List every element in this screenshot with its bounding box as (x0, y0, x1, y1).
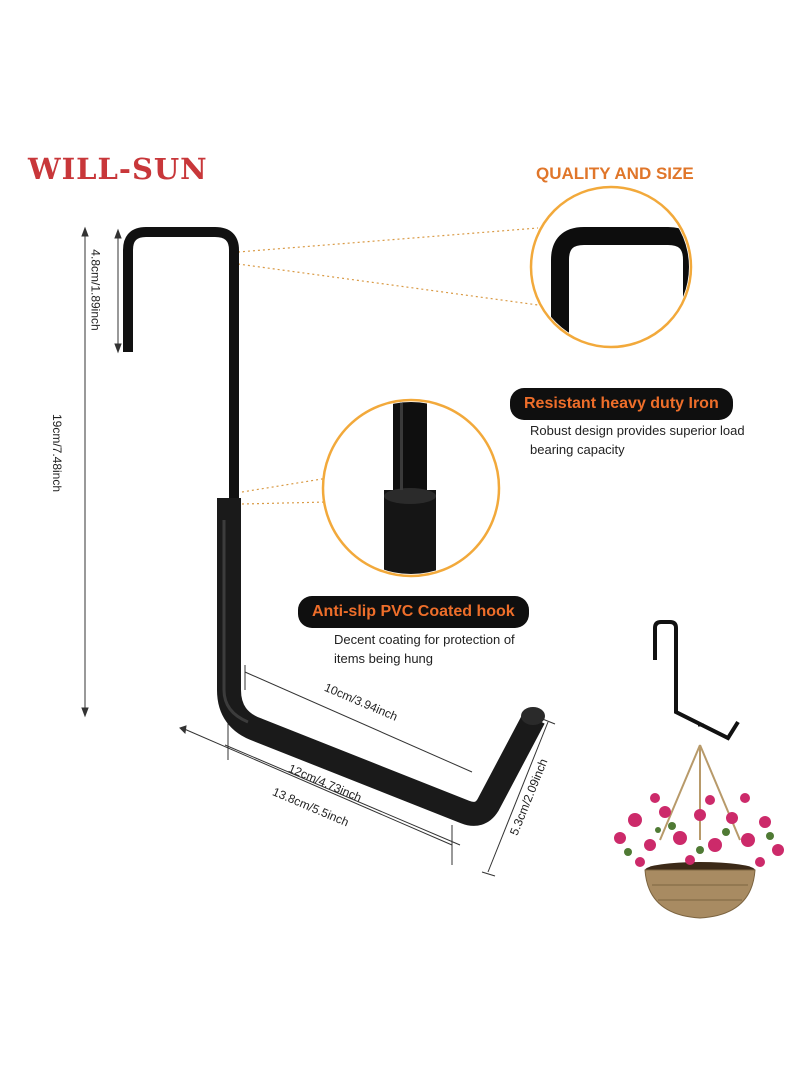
dim-total-height: 19cm/7.48inch (50, 413, 65, 493)
feature-title-iron: Resistant heavy duty Iron (510, 388, 733, 420)
feature-title-pvc: Anti-slip PVC Coated hook (298, 596, 529, 628)
zoom-circle-coating (321, 398, 501, 578)
zoom-circle-hook-top (529, 185, 693, 349)
hook-product-image (123, 227, 545, 826)
feature-desc-iron: Robust design provides superior load bea… (530, 423, 745, 457)
dim-hook-top: 4.8cm/1.89inch (88, 249, 103, 331)
hanging-flower-basket-image (614, 620, 784, 919)
feature-desc-pvc: Decent coating for protection of items b… (334, 632, 515, 666)
leader-lines (237, 227, 539, 505)
section-heading: QUALITY AND SIZE (536, 164, 694, 183)
dimension-lines (81, 226, 556, 877)
brand-logo: WILL-SUN (28, 152, 208, 186)
